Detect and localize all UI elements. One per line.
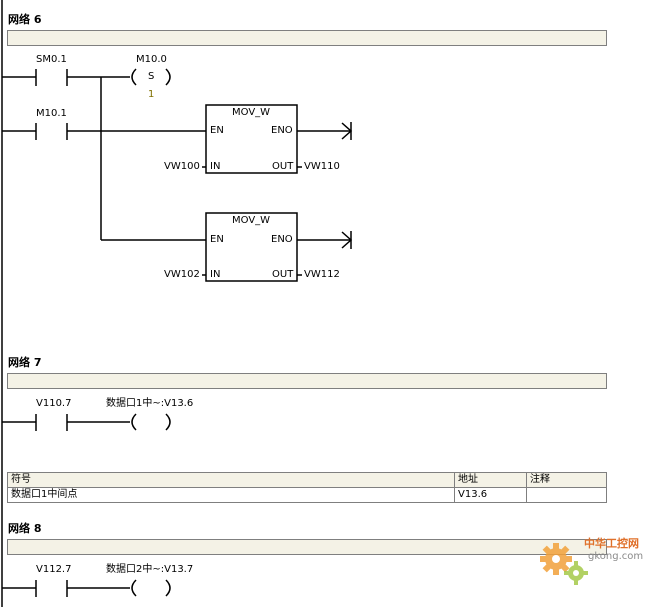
contact-v110-7-label[interactable]: V110.7	[36, 398, 72, 409]
network-8-comment[interactable]	[7, 539, 607, 555]
watermark-text-cn: 中华工控网	[584, 537, 639, 550]
gkong-watermark: 中华工控网 gkong.com	[534, 529, 664, 585]
box-1-eno: ENO	[271, 125, 293, 136]
symbol-table-header: 符号 地址 注释	[7, 472, 607, 488]
watermark-text-url: gkong.com	[588, 551, 644, 562]
coil-set-symbol: S	[148, 71, 155, 82]
box-1-in-operand[interactable]: VW100	[164, 161, 200, 172]
box-1-in-pin: IN	[210, 161, 221, 172]
gear-icon	[540, 543, 588, 585]
box-2-en: EN	[210, 234, 224, 245]
box-2-name: MOV_W	[232, 215, 271, 226]
box-2-eno: ENO	[271, 234, 293, 245]
network-6-title: 网络 6	[8, 13, 42, 26]
box-1-en: EN	[210, 125, 224, 136]
box-1-out-operand[interactable]: VW110	[304, 161, 340, 172]
coil-v13-6-label[interactable]: 数据口1中~:V13.6	[106, 398, 194, 409]
box-2-in-pin: IN	[210, 269, 221, 280]
network-8-title: 网络 8	[8, 522, 42, 535]
contact-m10-1-label[interactable]: M10.1	[36, 108, 67, 119]
coil-set-count: 1	[148, 89, 155, 100]
header-address: 地址	[454, 472, 527, 488]
coil-v13-7-label[interactable]: 数据口2中~:V13.7	[106, 564, 194, 575]
coil-m10-0-label[interactable]: M10.0	[136, 54, 167, 65]
mov-w-box-2	[205, 212, 298, 282]
header-comment: 注释	[526, 472, 607, 488]
contact-v112-7-label[interactable]: V112.7	[36, 564, 72, 575]
network-7-comment[interactable]	[7, 373, 607, 389]
box-1-name: MOV_W	[232, 107, 271, 118]
symbol-cell[interactable]: 数据口1中间点	[7, 487, 455, 503]
network-7-title: 网络 7	[8, 356, 42, 369]
contact-sm0-1-label[interactable]: SM0.1	[36, 54, 67, 65]
box-2-in-operand[interactable]: VW102	[164, 269, 200, 280]
box-2-out-operand[interactable]: VW112	[304, 269, 340, 280]
box-2-out-pin: OUT	[272, 269, 294, 280]
network-6-comment[interactable]	[7, 30, 607, 46]
table-row: 数据口1中间点 V13.6	[7, 487, 607, 503]
symbol-table: 符号 地址 注释 数据口1中间点 V13.6	[7, 472, 607, 503]
mov-w-box-1	[205, 104, 298, 174]
box-1-out-pin: OUT	[272, 161, 294, 172]
coil-m10-0-right	[165, 68, 171, 86]
comment-cell[interactable]	[526, 487, 607, 503]
coil-m10-0-left	[131, 68, 137, 86]
address-cell[interactable]: V13.6	[454, 487, 527, 503]
header-symbol: 符号	[7, 472, 455, 488]
